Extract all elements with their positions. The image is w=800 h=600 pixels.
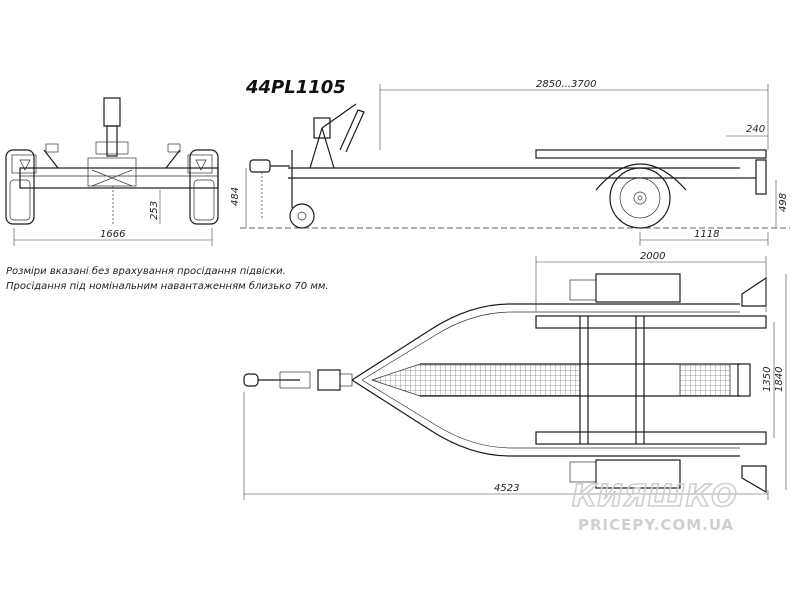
dim-width-front: 1666 bbox=[100, 229, 125, 240]
dim-platform-length: 2000 bbox=[640, 251, 665, 262]
top-view: 2000 1350 1840 4523 bbox=[243, 251, 787, 500]
dim-inner-width: 1350 bbox=[762, 367, 773, 392]
dim-hitch-height-front: 484 bbox=[230, 187, 241, 206]
watermark-logo: КИЯШКО PRICEPY.COM.UA bbox=[571, 478, 738, 534]
front-view: 1666 253 bbox=[5, 97, 219, 246]
side-view: 2850...3700 240 484 498 1118 bbox=[230, 79, 790, 246]
dim-ground-clearance: 253 bbox=[149, 201, 160, 220]
dim-length-range: 2850...3700 bbox=[536, 79, 596, 90]
dim-hitch-height-side: 498 bbox=[778, 193, 789, 212]
dim-axle-to-rear: 1118 bbox=[694, 229, 719, 240]
dim-rear-overhang: 240 bbox=[746, 124, 765, 135]
model-title: 44PL1105 bbox=[245, 77, 346, 98]
dim-outer-width: 1840 bbox=[774, 367, 785, 392]
note-line-2: Просідання під номінальним навантаженням… bbox=[6, 281, 329, 292]
watermark-brand: КИЯШКО bbox=[572, 479, 738, 514]
watermark-site: PRICEPY.COM.UA bbox=[578, 516, 734, 534]
dim-total-length: 4523 bbox=[494, 483, 519, 494]
note-line-1: Розміри вказані без врахування просіданн… bbox=[6, 266, 286, 277]
